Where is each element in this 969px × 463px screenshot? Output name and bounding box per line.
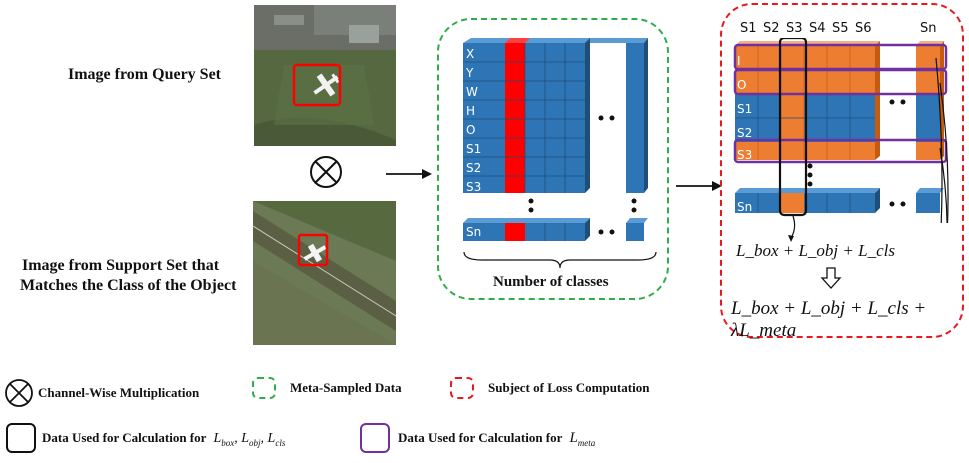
meta-row-label: X bbox=[466, 47, 475, 61]
meta-row-label: S1 bbox=[466, 142, 482, 156]
arrow-to-formula-1 bbox=[788, 215, 796, 242]
meta-row-label: Y bbox=[466, 66, 474, 80]
number-of-classes-label: Number of classes bbox=[493, 274, 609, 290]
support-image-label-line1: Image from Support Set that bbox=[22, 257, 220, 274]
legend-meta-sampled-label: Meta-Sampled Data bbox=[290, 380, 402, 395]
channel-multiply-icon bbox=[310, 156, 342, 188]
support-aerial-image bbox=[253, 201, 396, 345]
loss-row-label: S2 bbox=[737, 126, 753, 140]
meta-row-label: O bbox=[466, 123, 476, 137]
meta-last-row-label: Sn bbox=[466, 225, 482, 239]
query-image-label: Image from Query Set bbox=[68, 66, 221, 83]
loss-row-labels: I O S1 S2 S3 bbox=[737, 49, 752, 167]
legend-multiply-icon bbox=[5, 379, 33, 407]
legend-black-box-text: Data Used for Calculation for bbox=[42, 430, 207, 445]
meta-row-labels: X Y W H O S1 S2 S3 bbox=[466, 45, 496, 197]
loss-col-label: S3 bbox=[786, 21, 803, 36]
legend-black-box-math: Lbox, Lobj, Lcls bbox=[213, 431, 286, 448]
loss-row-label: S1 bbox=[737, 102, 753, 116]
support-image-label-line2: Matches the Class of the Object bbox=[20, 277, 237, 294]
legend-loss-subject-label: Subject of Loss Computation bbox=[488, 380, 650, 395]
meta-sampled-grid bbox=[463, 38, 648, 241]
loss-last-row-label: Sn bbox=[737, 200, 753, 214]
loss-row-label: O bbox=[737, 78, 747, 92]
loss-col-label: S1 bbox=[740, 21, 757, 36]
meta-row-label: W bbox=[466, 85, 478, 99]
loss-formula-1: L_box + L_obj + L_cls bbox=[736, 241, 895, 260]
legend-purple-box-label: Data Used for Calculation for Lmeta bbox=[398, 430, 595, 448]
arrow-to-loss bbox=[676, 181, 722, 191]
meta-row-label: S3 bbox=[466, 180, 482, 194]
loss-row-label: I bbox=[737, 54, 741, 68]
loss-col-label: S5 bbox=[832, 21, 849, 36]
loss-computation-box bbox=[720, 3, 964, 338]
classes-brace bbox=[463, 251, 657, 269]
query-aerial-image bbox=[254, 5, 396, 146]
meta-row-label: S2 bbox=[466, 161, 482, 175]
legend-purple-box-math: Lmeta bbox=[569, 430, 596, 448]
loss-col-label: S6 bbox=[855, 21, 872, 36]
legend-purple-box-text: Data Used for Calculation for bbox=[398, 430, 563, 445]
legend-black-box-label: Data Used for Calculation for Lbox, Lobj… bbox=[42, 430, 285, 448]
meta-sampled-box bbox=[437, 18, 669, 300]
meta-row-label: H bbox=[466, 104, 476, 118]
loss-formula-2: L_box + L_obj + L_cls + λL_meta bbox=[731, 298, 927, 341]
legend-purple-box bbox=[360, 423, 390, 453]
legend-green-dashed-box bbox=[252, 377, 276, 399]
loss-grid bbox=[733, 38, 949, 223]
legend-channel-wise-label: Channel-Wise Multiplication bbox=[38, 385, 200, 400]
hollow-down-arrow bbox=[820, 267, 842, 289]
arrow-to-meta bbox=[386, 169, 432, 179]
loss-col-label: S2 bbox=[763, 21, 780, 36]
loss-col-label: Sn bbox=[920, 21, 937, 36]
loss-row-label: S3 bbox=[737, 148, 753, 162]
legend-black-box bbox=[6, 423, 36, 453]
legend-red-dashed-box bbox=[450, 377, 474, 399]
loss-col-label: S4 bbox=[809, 21, 826, 36]
